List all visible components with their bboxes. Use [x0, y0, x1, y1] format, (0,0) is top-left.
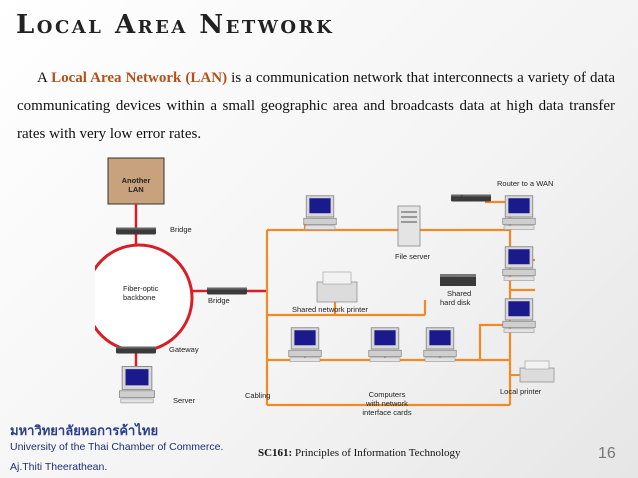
- course-name: Principles of Information Technology: [294, 447, 461, 459]
- fiber-label-1: Fiber-optic: [123, 284, 159, 293]
- intro-prefix: A: [37, 70, 48, 86]
- intro-term: Local Area Network (LAN): [51, 70, 228, 86]
- shared-disk-icon: [440, 274, 476, 286]
- shared-printer-label: Shared network printer: [292, 305, 368, 314]
- right-computer-2-icon: [502, 246, 536, 282]
- intro-paragraph: A Local Area Network (LAN) is a communic…: [17, 64, 615, 148]
- router-label: Router to a WAN: [497, 179, 553, 188]
- top-computer-icon: [303, 195, 337, 231]
- file-server-label: File server: [395, 252, 431, 261]
- bridge-top-icon: [116, 227, 156, 235]
- bridge-mid-label: Bridge: [208, 296, 230, 305]
- shared-disk-label-1: Shared: [447, 289, 471, 298]
- lan-diagram: Another LAN Bridge Fiber-optic backbone …: [95, 157, 555, 417]
- course-footer: SC161: Principles of Information Technol…: [258, 447, 461, 459]
- local-printer-icon: [519, 360, 555, 383]
- server-computer-icon: [118, 365, 156, 404]
- right-computer-3-icon: [502, 298, 536, 334]
- right-computer-1-icon: [502, 195, 536, 231]
- local-printer-label: Local printer: [500, 387, 542, 396]
- server-label: Server: [173, 396, 196, 405]
- course-code: SC161:: [258, 447, 293, 459]
- router-icon: [451, 194, 491, 202]
- bottom-computer-2-icon: [368, 327, 402, 363]
- bridge-mid-icon: [207, 287, 247, 295]
- gateway-label: Gateway: [169, 345, 199, 354]
- bridge-top-label: Bridge: [170, 225, 192, 234]
- computers-label-3: interface cards: [362, 408, 411, 417]
- page-number: 16: [598, 445, 616, 462]
- bottom-computer-1-icon: [288, 327, 322, 363]
- cabling-label: Cabling: [245, 391, 270, 400]
- computers-label-1: Computers: [369, 390, 406, 399]
- computers-label-2: with network: [365, 399, 408, 408]
- another-lan-label-1: Another: [122, 176, 151, 185]
- another-lan-label-2: LAN: [128, 185, 143, 194]
- slide-title: Local Area Network: [16, 10, 335, 40]
- shared-disk-label-2: hard disk: [440, 298, 471, 307]
- another-lan-box: Another LAN: [107, 157, 165, 205]
- file-server-icon: [397, 205, 421, 247]
- university-name: University of the Thai Chamber of Commer…: [10, 441, 224, 453]
- university-logo: มหาวิทยาลัยหอการค้าไทย University of the…: [10, 420, 223, 473]
- shared-printer-icon: [316, 271, 358, 303]
- thai-university-name: มหาวิทยาลัยหอการค้าไทย: [10, 423, 159, 438]
- fiber-label-2: backbone: [123, 293, 156, 302]
- bottom-computer-3-icon: [423, 327, 457, 363]
- intro-rest: is a communication network that intercon…: [17, 70, 616, 142]
- author-name: Aj.Thiti Theerathean.: [10, 461, 108, 473]
- gateway-icon: [116, 346, 156, 354]
